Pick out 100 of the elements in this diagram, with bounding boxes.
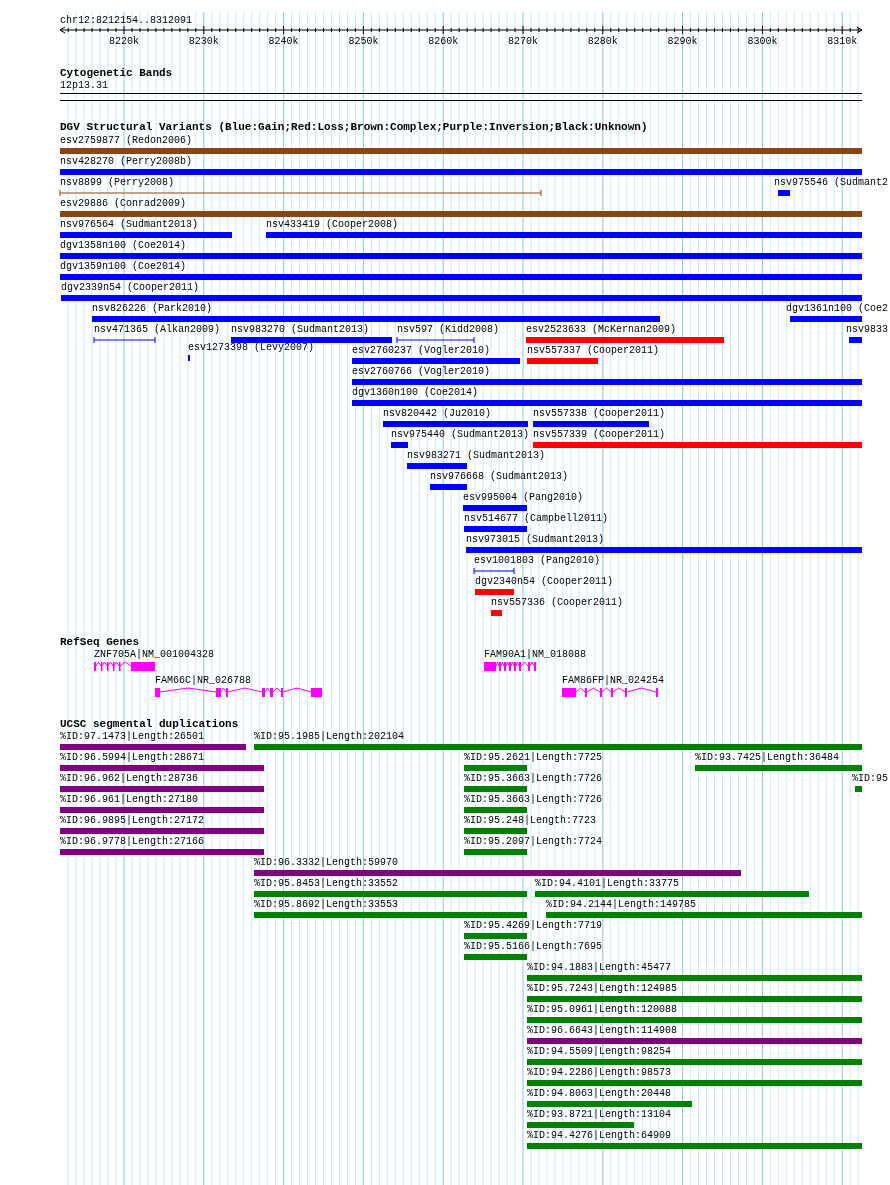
feature-label: %ID:96.6643|Length:114908 <box>527 1025 678 1037</box>
variant-bar <box>61 295 862 301</box>
variant-bar <box>491 610 502 616</box>
feature-label: dgv1361n100 (Coe2 <box>786 303 889 315</box>
variant-bar <box>533 421 649 427</box>
variant-bar <box>60 169 862 175</box>
feature-label: %ID:96.9895|Length:27172 <box>60 815 205 827</box>
duplication-bar <box>60 744 246 750</box>
feature-label: nsv433419 (Cooper2008) <box>266 219 399 231</box>
track-title: DGV Structural Variants (Blue:Gain;Red:Loss;Brown:Complex;Purple:Inversion;Black:Unknown) <box>60 121 648 133</box>
feature-label: %ID:96.9778|Length:27166 <box>60 836 205 848</box>
feature-label: nsv975440 (Sudmant2013) <box>391 429 530 441</box>
variant-tick <box>188 355 190 361</box>
feature-label: %ID:96.961|Length:27180 <box>60 794 199 806</box>
feature-label: %ID:95.8453|Length:33552 <box>254 878 399 890</box>
variant-bar <box>463 505 527 511</box>
duplication-bar <box>60 786 264 792</box>
variant-bar <box>407 463 467 469</box>
duplication-bar <box>464 786 527 792</box>
feature-label: nsv983270 (Sudmant2013) <box>231 324 370 336</box>
feature-label: dgv1360n100 (Coe2014) <box>352 387 479 399</box>
feature-label: nsv557336 (Cooper2011) <box>491 597 624 609</box>
gene-model <box>484 661 536 671</box>
feature-label: esv1273398 (Levy2007) <box>188 342 315 354</box>
variant-bar <box>352 379 862 385</box>
duplication-bar <box>527 1038 862 1044</box>
duplication-bar <box>254 744 862 750</box>
feature-label: nsv471365 (Alkan2009) <box>94 324 221 336</box>
duplication-bar <box>527 1080 862 1086</box>
variant-bar <box>231 337 392 343</box>
feature-label: %ID:95 <box>852 773 888 785</box>
variant-bar <box>60 211 862 217</box>
feature-label: %ID:97.1473|Length:26501 <box>60 731 205 743</box>
variant-bar <box>352 400 862 406</box>
feature-label: %ID:95.8692|Length:33553 <box>254 899 399 911</box>
feature-label: %ID:95.5166|Length:7695 <box>464 941 603 953</box>
band-label: 12p13.31 <box>60 80 108 92</box>
feature-label: nsv557339 (Cooper2011) <box>533 429 666 441</box>
gene-label: FAM66C|NR_026788 <box>155 675 251 687</box>
duplication-bar <box>464 807 527 813</box>
duplication-bar <box>695 765 862 771</box>
variant-bar <box>60 253 862 259</box>
feature-label: %ID:95.2621|Length:7725 <box>464 752 603 764</box>
tick-label: 8230k <box>188 36 219 48</box>
tick-label: 8220k <box>109 36 139 48</box>
tick-label: 8290k <box>667 36 698 48</box>
duplication-bar <box>527 1122 634 1128</box>
feature-label: %ID:94.5509|Length:98254 <box>527 1046 672 1058</box>
feature-label: %ID:94.2286|Length:98573 <box>527 1067 672 1079</box>
variant-bar <box>60 274 862 280</box>
feature-label: dgv1359n100 (Coe2014) <box>60 261 187 273</box>
feature-label: %ID:95.248|Length:7723 <box>464 815 597 827</box>
gene-model <box>94 661 155 671</box>
feature-label: %ID:96.962|Length:28736 <box>60 773 199 785</box>
chromosome-position-text: chr12:8212154..8312091 <box>60 15 193 27</box>
variant-bar <box>391 442 408 448</box>
duplication-bar <box>527 1059 862 1065</box>
track-title: Cytogenetic Bands <box>60 67 173 79</box>
variant-bar <box>464 526 527 532</box>
feature-label: %ID:95.3663|Length:7726 <box>464 794 603 806</box>
gene-model <box>562 687 658 697</box>
tick-label: 8300k <box>747 36 778 48</box>
gene-model <box>155 687 322 697</box>
feature-label: %ID:95.4269|Length:7719 <box>464 920 603 932</box>
feature-label: esv2523633 (McKernan2009) <box>526 324 677 336</box>
variant-bar <box>527 358 598 364</box>
feature-label: nsv975546 (Sudmant2 <box>774 177 889 189</box>
feature-label: esv29886 (Conrad2009) <box>60 198 187 210</box>
tick-label: 8270k <box>508 36 538 48</box>
feature-label: esv1001803 (Pang2010) <box>474 555 601 567</box>
duplication-bar <box>527 1143 862 1149</box>
tick-label: 8260k <box>428 36 459 48</box>
feature-label: %ID:94.2144|Length:149785 <box>546 899 697 911</box>
feature-label: esv2760237 (Vogler2010) <box>352 345 491 357</box>
variant-interval-line <box>59 189 542 197</box>
tick-label: 8240k <box>268 36 299 48</box>
variant-bar <box>60 232 232 238</box>
feature-label: %ID:93.8721|Length:13104 <box>527 1109 672 1121</box>
duplication-bar <box>527 996 862 1002</box>
feature-label: %ID:95.2097|Length:7724 <box>464 836 603 848</box>
duplication-bar <box>60 807 264 813</box>
variant-bar <box>92 316 660 322</box>
variant-interval-line <box>93 336 156 344</box>
feature-label: esv995004 (Pang2010) <box>463 492 584 504</box>
gene-label: FAM90A1|NM_018088 <box>484 649 587 661</box>
duplication-bar <box>254 912 527 918</box>
tick-label: 8280k <box>587 36 618 48</box>
feature-label: esv2760766 (Vogler2010) <box>352 366 491 378</box>
duplication-bar <box>535 891 809 897</box>
feature-label: nsv514677 (Campbell2011) <box>464 513 609 525</box>
feature-label: %ID:96.3332|Length:59970 <box>254 857 399 869</box>
variant-bar <box>466 547 862 553</box>
tick-label: 8250k <box>348 36 379 48</box>
feature-label: %ID:95.3663|Length:7726 <box>464 773 603 785</box>
feature-label: nsv597 (Kidd2008) <box>397 324 500 336</box>
variant-bar <box>526 337 724 343</box>
feature-label: %ID:94.1883|Length:45477 <box>527 962 672 974</box>
variant-bar <box>266 232 862 238</box>
variant-bar <box>849 337 862 343</box>
feature-label: nsv557338 (Cooper2011) <box>533 408 666 420</box>
